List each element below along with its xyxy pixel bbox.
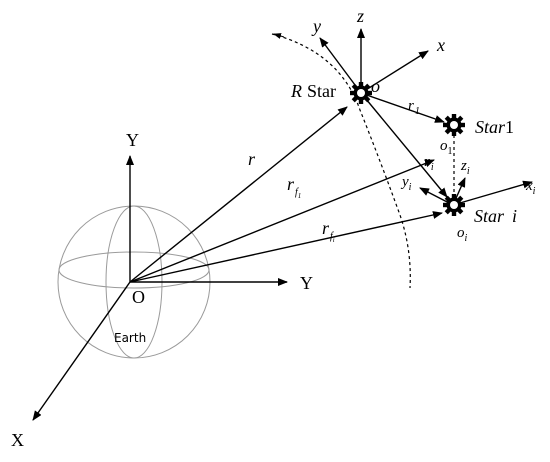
reference-star-gear-icon [350, 82, 372, 104]
label-star-i-z: zi [460, 158, 470, 177]
vector-r [129, 106, 348, 283]
label-ref-z: z [356, 6, 364, 26]
label-r-f1: rf1 [287, 174, 301, 200]
ref-star-x-axis [360, 50, 429, 94]
label-reference-star-origin: o [371, 76, 380, 96]
label-star-i-y: yi [400, 174, 412, 193]
label-ref-y: y [311, 16, 321, 36]
orbit-arrow-head [273, 33, 285, 39]
label-r: r [248, 149, 256, 169]
label-star-i-origin: oi [457, 225, 468, 244]
label-ref-x: x [436, 35, 445, 55]
inertial-x-axis [32, 281, 131, 421]
vector-r-fi [129, 211, 443, 283]
label-x: X [11, 430, 24, 450]
label-origin: O [132, 287, 145, 307]
label-y-vertical: Y [126, 130, 139, 150]
vector-r-f1 [129, 159, 435, 283]
vector-ri [360, 92, 448, 198]
label-r-fi: rfi [322, 218, 335, 244]
label-star-i-x: xi [525, 178, 536, 197]
star-i-x-axis [452, 180, 533, 206]
star1-gear-icon [443, 114, 465, 136]
label-star1: Star1 [475, 117, 514, 137]
orbit-arc [271, 33, 411, 289]
label-r1: r1 [408, 98, 420, 117]
label-earth: Earth [114, 331, 146, 345]
label-ri: ri [424, 154, 434, 173]
ref-star-y-axis [319, 37, 362, 94]
label-star1-origin: o1 [440, 138, 453, 157]
label-y-horizontal: Y [300, 273, 313, 293]
vector-r1 [360, 92, 445, 123]
star-i-gear-icon [443, 194, 465, 216]
